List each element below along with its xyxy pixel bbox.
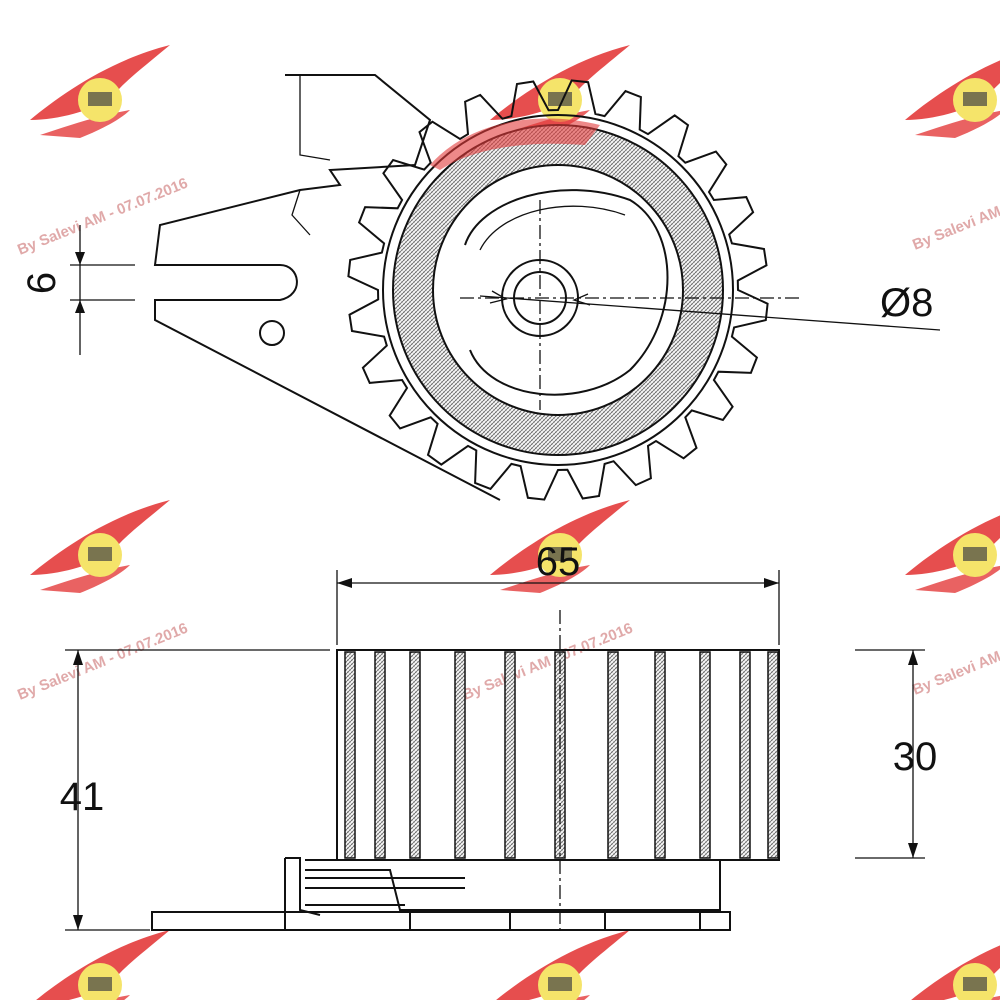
- dim-pulley-diameter: 65: [336, 540, 780, 645]
- base-housing: [305, 859, 721, 911]
- top-view: [153, 74, 941, 501]
- side-tooth-4: [504, 651, 516, 859]
- side-tooth-10: [767, 651, 779, 859]
- watermark-text-3: By Salevi AM - 07.07.2016: [910, 170, 1000, 254]
- side-tooth-0: [344, 651, 356, 859]
- sprocket-teeth: [347, 79, 769, 501]
- bearing-face: [432, 164, 684, 416]
- dim-pulley-width: 30: [855, 649, 938, 859]
- dim-slot-width: 6: [20, 225, 135, 355]
- bore-leader-line: [479, 295, 941, 331]
- bracket-outline: [153, 74, 501, 501]
- dim-total-height: 41: [60, 649, 330, 931]
- side-tooth-9: [739, 651, 751, 859]
- bracket-hole: [259, 320, 285, 346]
- side-tooth-2: [409, 651, 421, 859]
- dim-label-6: 6: [20, 272, 64, 294]
- side-tooth-1: [374, 651, 386, 859]
- dim-label-bore: Ø8: [880, 281, 933, 325]
- watermark-text-6: By Salevi AM - 07.07.2016: [910, 615, 1000, 699]
- side-tooth-3: [454, 651, 466, 859]
- watermark-text-4: By Salevi AM - 07.07.2016: [15, 620, 190, 704]
- side-tooth-6: [607, 651, 619, 859]
- eccentric-cam: [464, 189, 669, 396]
- dim-label-65: 65: [536, 540, 581, 584]
- base-plate: [151, 911, 731, 931]
- dim-label-41: 41: [60, 775, 105, 819]
- dim-label-30: 30: [893, 735, 938, 779]
- side-tooth-7: [654, 651, 666, 859]
- side-tooth-8: [699, 651, 711, 859]
- pulley-rim: [382, 114, 734, 466]
- side-view: [151, 610, 780, 935]
- watermark-text-1: By Salevi AM - 07.07.2016: [15, 175, 190, 259]
